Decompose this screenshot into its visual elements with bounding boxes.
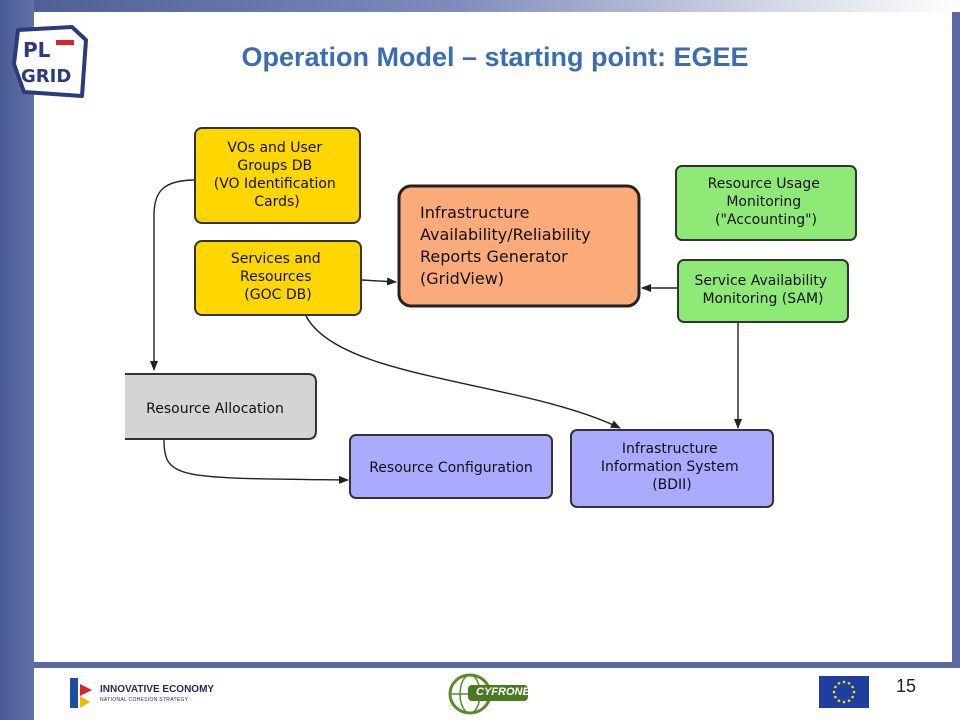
gridview-line-1: Infrastructure bbox=[420, 203, 529, 222]
sam-box: Service Availability Monitoring (SAM) bbox=[677, 259, 849, 323]
resource-configuration-label: Resource Configuration bbox=[369, 460, 533, 476]
sam-line-2: Monitoring (SAM) bbox=[702, 291, 823, 307]
gridview-line-4: (GridView) bbox=[420, 269, 504, 288]
cyfronet-text: CYFRONET bbox=[476, 686, 537, 698]
bdii-box: Infrastructure Information System (BDII) bbox=[570, 429, 774, 508]
svg-text:Resource Usage Monitor: Resource Usage Monitoring ("Accounting") bbox=[708, 176, 825, 228]
innovative-economy-logo bbox=[70, 678, 92, 708]
resource-configuration-box: Resource Configuration bbox=[349, 434, 553, 499]
resource-allocation-label: Resource Allocation bbox=[146, 401, 284, 417]
left-frame-bar bbox=[0, 0, 34, 720]
gridview-line-3: Reports Generator bbox=[420, 247, 568, 266]
services-line-3: (GOC DB) bbox=[244, 287, 311, 303]
gridview-box: Infrastructure Availability/Reliability … bbox=[397, 184, 641, 308]
vos-db-line-4: Cards) bbox=[254, 194, 300, 210]
connector-vos-to-allocation bbox=[150, 179, 197, 371]
slide-number: 15 bbox=[895, 676, 917, 696]
top-frame-bar bbox=[34, 0, 960, 12]
accounting-box: Resource Usage Monitoring ("Accounting") bbox=[675, 165, 857, 241]
bdii-line-3: (BDII) bbox=[652, 477, 692, 493]
plgrid-logo-line1: PL bbox=[23, 38, 51, 62]
connector-services-to-gridview bbox=[361, 277, 397, 286]
accounting-line-1: Resource Usage bbox=[708, 176, 820, 192]
innovative-economy-text: INNOVATIVE ECONOMY bbox=[100, 684, 215, 695]
accounting-line-3: ("Accounting") bbox=[715, 212, 817, 228]
slide-content-area bbox=[34, 12, 952, 662]
sam-line-1: Service Availability bbox=[695, 273, 828, 289]
vos-user-groups-db-box: VOs and User Groups DB (VO Identificatio… bbox=[194, 127, 361, 224]
eu-flag-icon bbox=[819, 676, 869, 708]
vos-db-line-1: VOs and User bbox=[227, 140, 322, 156]
services-line-1: Services and bbox=[231, 251, 321, 267]
connector-allocation-to-configuration bbox=[163, 439, 349, 484]
innovative-economy-subtext: NATIONAL COHESION STRATEGY bbox=[100, 697, 189, 703]
gridview-line-2: Availability/Reliability bbox=[420, 225, 591, 244]
svg-text:Infrastructure Informa: Infrastructure Information System (BDII) bbox=[601, 441, 743, 493]
bdii-line-1: Infrastructure bbox=[622, 441, 718, 457]
plgrid-logo: PL GRID bbox=[12, 25, 88, 98]
services-line-2: Resources bbox=[240, 269, 312, 285]
accounting-line-2: Monitoring bbox=[726, 194, 801, 210]
svg-text:Infrastructure Availab: Infrastructure Availability/Reliability … bbox=[420, 203, 596, 288]
resource-allocation-box: Resource Allocation bbox=[125, 373, 317, 440]
connector-services-to-bdii bbox=[305, 315, 621, 429]
plgrid-logo-line2: GRID bbox=[21, 66, 71, 87]
services-resources-box: Services and Resources (GOC DB) bbox=[194, 240, 362, 316]
vos-db-line-3: (VO Identification bbox=[214, 176, 336, 192]
vos-db-line-2: Groups DB bbox=[237, 158, 312, 174]
svg-text:Services and Resources: Services and Resources (GOC DB) bbox=[231, 251, 325, 303]
footer-divider bbox=[34, 662, 960, 668]
svg-text:Service Availability M: Service Availability Monitoring (SAM) bbox=[695, 273, 832, 307]
right-frame-bar bbox=[952, 12, 960, 664]
cyfronet-logo bbox=[448, 673, 528, 715]
slide-title: Operation Model – starting point: EGEE bbox=[241, 42, 749, 72]
bdii-line-2: Information System bbox=[601, 459, 739, 475]
svg-text:VOs and User Groups DB: VOs and User Groups DB (VO Identificatio… bbox=[214, 140, 341, 210]
